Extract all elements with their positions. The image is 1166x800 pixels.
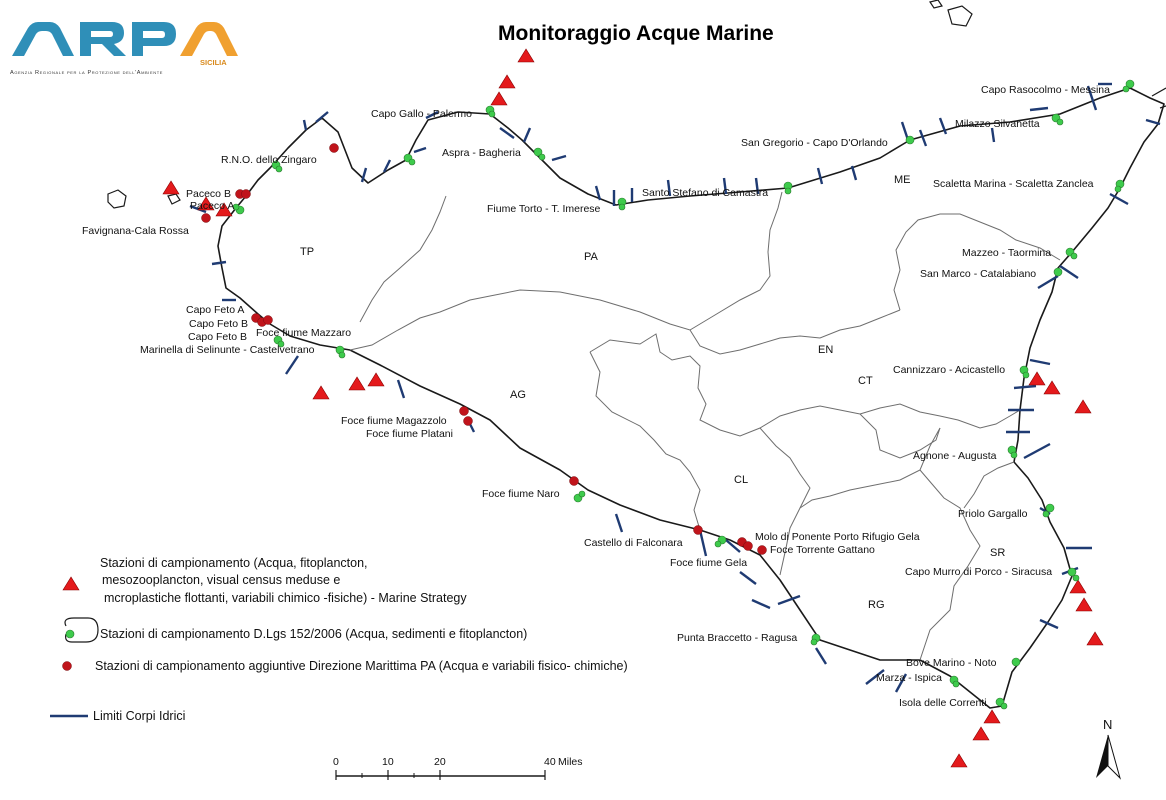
triangle-marker: [197, 196, 215, 211]
station-label: Paceco B: [186, 188, 231, 200]
station-label: Foce fiume Magazzolo: [341, 415, 447, 427]
province-sr: SR: [990, 547, 1005, 559]
legend-green-icon: [64, 617, 99, 643]
triangle-marker: [367, 372, 385, 387]
station-label: Scaletta Marina - Scaletta Zanclea: [933, 178, 1094, 190]
legend-triangle-line2: mesozooplancton, visual census meduse e: [102, 573, 340, 587]
legend-triangle-line1: Stazioni di campionamento (Acqua, fitopl…: [100, 556, 368, 570]
triangle-marker: [517, 48, 535, 63]
province-rg: RG: [868, 599, 885, 611]
legend: Stazioni di campionamento (Acqua, fitopl…: [50, 556, 628, 723]
north-label: N: [1103, 717, 1112, 732]
triangle-marker: [162, 180, 180, 195]
scale-unit: Miles: [558, 756, 583, 768]
scale-tick-10: 10: [382, 756, 394, 768]
province-ct: CT: [858, 375, 873, 387]
station-label: San Gregorio - Capo D'Orlando: [741, 137, 888, 149]
station-label: Foce fiume Platani: [366, 428, 453, 440]
station-label: Paceco A: [190, 200, 234, 212]
legend-red-icon: [62, 661, 72, 671]
legend-green-label: Stazioni di campionamento D.Lgs 152/2006…: [100, 627, 527, 641]
province-labels: TP PA ME AG EN CT CL SR RG: [300, 174, 1005, 611]
triangle-marker: [972, 726, 990, 741]
legend-red-label: Stazioni di campionamento aggiuntive Dir…: [95, 659, 628, 673]
station-label: Aspra - Bagheria: [442, 147, 521, 159]
station-label: Fiume Torto - T. Imerese: [487, 203, 601, 215]
map-title: Monitoraggio Acque Marine: [498, 22, 774, 45]
station-label: Foce fiume Naro: [482, 488, 560, 500]
station-label: Castello di Falconara: [584, 537, 683, 549]
legend-limit-label: Limiti Corpi Idrici: [93, 709, 185, 723]
favignana-island: [107, 189, 127, 209]
station-label: Milazzo Silvanetta: [955, 118, 1040, 130]
station-label: Capo Feto A: [186, 304, 244, 316]
station-label: Capo Feto B: [188, 331, 247, 343]
triangle-marker: [983, 709, 1001, 724]
triangle-marker: [1075, 597, 1093, 612]
station-label: Foce Torrente Gattano: [770, 544, 875, 556]
triangle-marker: [1074, 399, 1092, 414]
legend-triangle-icon: [62, 576, 80, 591]
triangle-marker: [1086, 631, 1104, 646]
marine-strategy-stations: [162, 48, 1104, 768]
triangle-marker: [950, 753, 968, 768]
station-label: Favignana-Cala Rossa: [82, 225, 189, 237]
station-label: Capo Rasocolmo - Messina: [981, 84, 1110, 96]
station-label: R.N.O. dello Zingaro: [221, 154, 317, 166]
station-label: Marinella di Selinunte - Castelvetrano: [140, 344, 315, 356]
station-label: Capo Murro di Porco - Siracusa: [905, 566, 1052, 578]
station-label: Marza - Ispica: [876, 672, 942, 684]
station-label: Punta Braccetto - Ragusa: [677, 632, 797, 644]
triangle-marker: [312, 385, 330, 400]
scale-tick-20: 20: [434, 756, 446, 768]
station-label: Foce fiume Mazzaro: [256, 327, 351, 339]
scale-tick-40: 40: [544, 756, 556, 768]
north-arrow-icon: N: [1096, 717, 1121, 780]
station-label: Bove Marino - Noto: [906, 657, 997, 669]
aeolian-island-1: [947, 5, 973, 27]
calabria-coast: [1151, 87, 1166, 109]
station-label: Priolo Gargallo: [958, 508, 1028, 520]
station-label: San Marco - Catalabiano: [920, 268, 1036, 280]
province-cl: CL: [734, 474, 748, 486]
station-labels: Capo Gallo - Palermo Aspra - Bagheria Ca…: [82, 84, 1110, 709]
triangle-marker: [1028, 371, 1046, 386]
arpa-logo: SICILIA Agenzia Regionale per la Protezi…: [10, 22, 238, 76]
triangle-marker: [215, 202, 233, 217]
triangle-marker: [1043, 380, 1061, 395]
station-label: Capo Gallo - Palermo: [371, 108, 472, 120]
station-label: Foce fiume Gela: [670, 557, 747, 569]
triangle-marker: [498, 74, 516, 89]
sicily-coastline: [217, 87, 1165, 709]
station-label: Molo di Ponente Porto Rifugio Gela: [755, 531, 920, 543]
scale-tick-0: 0: [333, 756, 339, 768]
triangle-marker: [490, 91, 508, 106]
triangle-marker: [1069, 579, 1087, 594]
water-body-limits: [189, 82, 1161, 693]
logo-sub: SICILIA: [200, 58, 227, 67]
station-label: Mazzeo - Taormina: [962, 247, 1051, 259]
triangle-marker: [348, 376, 366, 391]
province-ag: AG: [510, 389, 526, 401]
dlgs-stations: [232, 79, 1135, 710]
province-me: ME: [894, 174, 911, 186]
logo-tagline: Agenzia Regionale per la Protezione dell…: [10, 70, 163, 76]
dir-marittima-stations: [201, 143, 767, 555]
province-pa: PA: [584, 251, 599, 263]
station-label: Cannizzaro - Acicastello: [893, 364, 1005, 376]
scale-bar: 0 10 20 40 Miles: [333, 756, 583, 780]
station-label: Santo Stefano di Camastra: [642, 187, 768, 199]
province-boundaries: [349, 191, 1061, 661]
legend-triangle-line3: mcroplastiche flottanti, variabili chimi…: [104, 591, 467, 605]
station-label: Isola delle Correnti: [899, 697, 987, 709]
station-label: Capo Feto B: [189, 318, 248, 330]
station-label: Agnone - Augusta: [913, 450, 997, 462]
province-tp: TP: [300, 246, 314, 258]
aeolian-island-2: [929, 0, 943, 9]
levanzo-island: [167, 193, 181, 205]
province-en: EN: [818, 344, 833, 356]
